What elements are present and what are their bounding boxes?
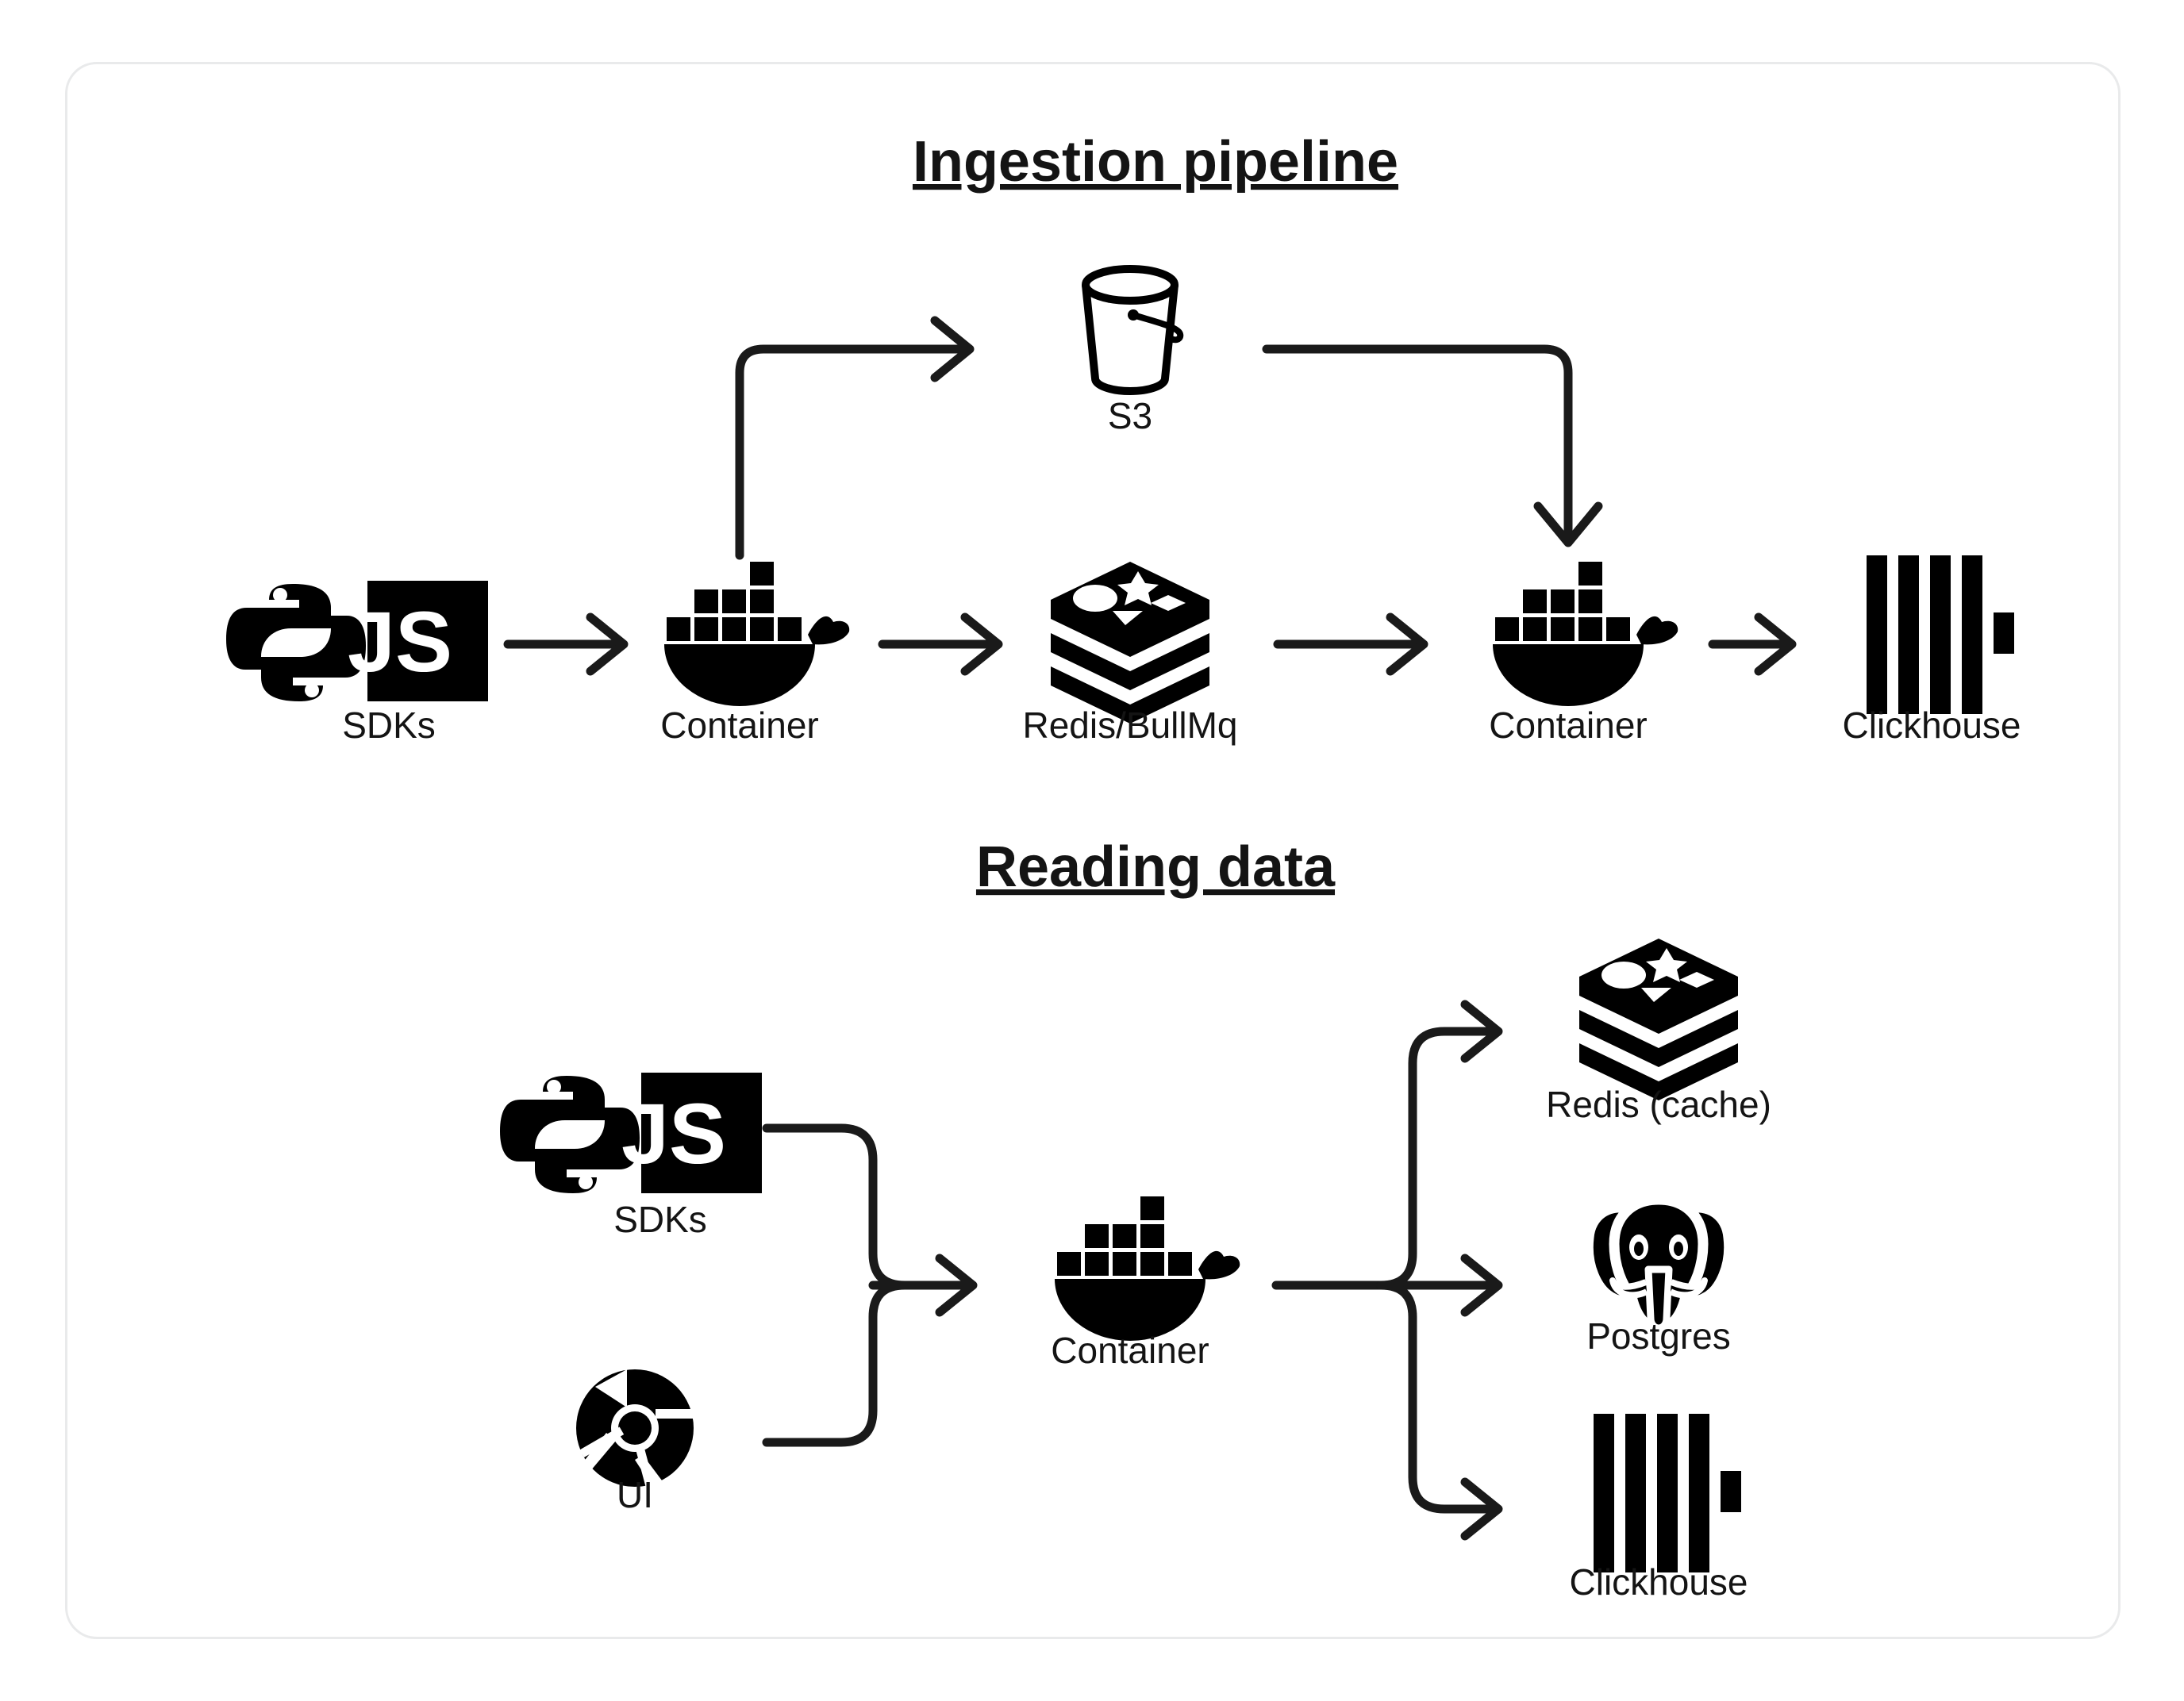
edge-merge-to-container3 [762,1123,978,1447]
edge-container1-to-s3 [735,316,975,560]
clickhouse-bars-icon [1867,555,2014,714]
edge-container1-to-redis [878,612,1003,676]
javascript-badge-text: JS [348,593,452,689]
edge-fanout-from-container3 [1271,1000,1503,1541]
node-s3: S3 [1086,269,1180,436]
node-container-3: Container [1051,1196,1240,1371]
node-clickhouse-top: Clickhouse [1843,555,2021,746]
s3-bucket-icon [1086,269,1180,391]
javascript-badge-text: JS [621,1085,726,1181]
edge-s3-to-container2 [1262,344,1603,547]
node-clickhouse-bottom: Clickhouse [1570,1414,1748,1603]
node-label-container-3: Container [1051,1330,1209,1371]
node-label-ui: UI [617,1474,653,1515]
redis-stack-icon [1579,939,1738,1100]
clickhouse-bars-icon [1594,1414,1741,1572]
node-label-postgres: Postgres [1586,1315,1731,1357]
node-sdks-bottom: JS SDKs [500,1073,762,1240]
section-reading: Reading data JS SDKs UI [500,835,1771,1603]
node-redis-cache: Redis (cache) [1546,939,1771,1125]
node-label-sdks-bottom: SDKs [613,1199,707,1240]
postgres-elephant-icon [1588,1200,1728,1328]
node-redis-bullmq: Redis/BullMq [1023,562,1238,746]
node-label-container-1: Container [660,705,818,746]
node-container-2: Container [1489,562,1678,746]
node-label-container-2: Container [1489,705,1647,746]
node-label-clickhouse-top: Clickhouse [1843,705,2021,746]
edge-redis-to-container2 [1273,612,1428,676]
node-label-redis-bullmq: Redis/BullMq [1023,705,1238,746]
node-label-clickhouse-bottom: Clickhouse [1570,1561,1748,1603]
docker-whale-icon [1055,1196,1240,1341]
section-ingestion: Ingestion pipeline S3 JS SDKs [226,130,2021,746]
edge-container2-to-clickhouse [1708,612,1797,676]
chrome-browser-icon [576,1369,695,1492]
redis-stack-icon [1051,562,1209,724]
node-label-redis-cache: Redis (cache) [1546,1084,1771,1125]
node-postgres: Postgres [1586,1200,1731,1357]
node-ui: UI [576,1369,695,1515]
edge-sdks-to-container1 [503,612,629,676]
node-sdks-top: JS SDKs [226,581,488,746]
node-container-1: Container [660,562,850,746]
node-label-s3: S3 [1108,395,1152,436]
docker-whale-icon [1493,562,1678,706]
node-label-sdks-top: SDKs [342,705,436,746]
ingestion-title: Ingestion pipeline [913,130,1398,194]
reading-title: Reading data [976,835,1336,899]
docker-whale-icon [664,562,850,706]
